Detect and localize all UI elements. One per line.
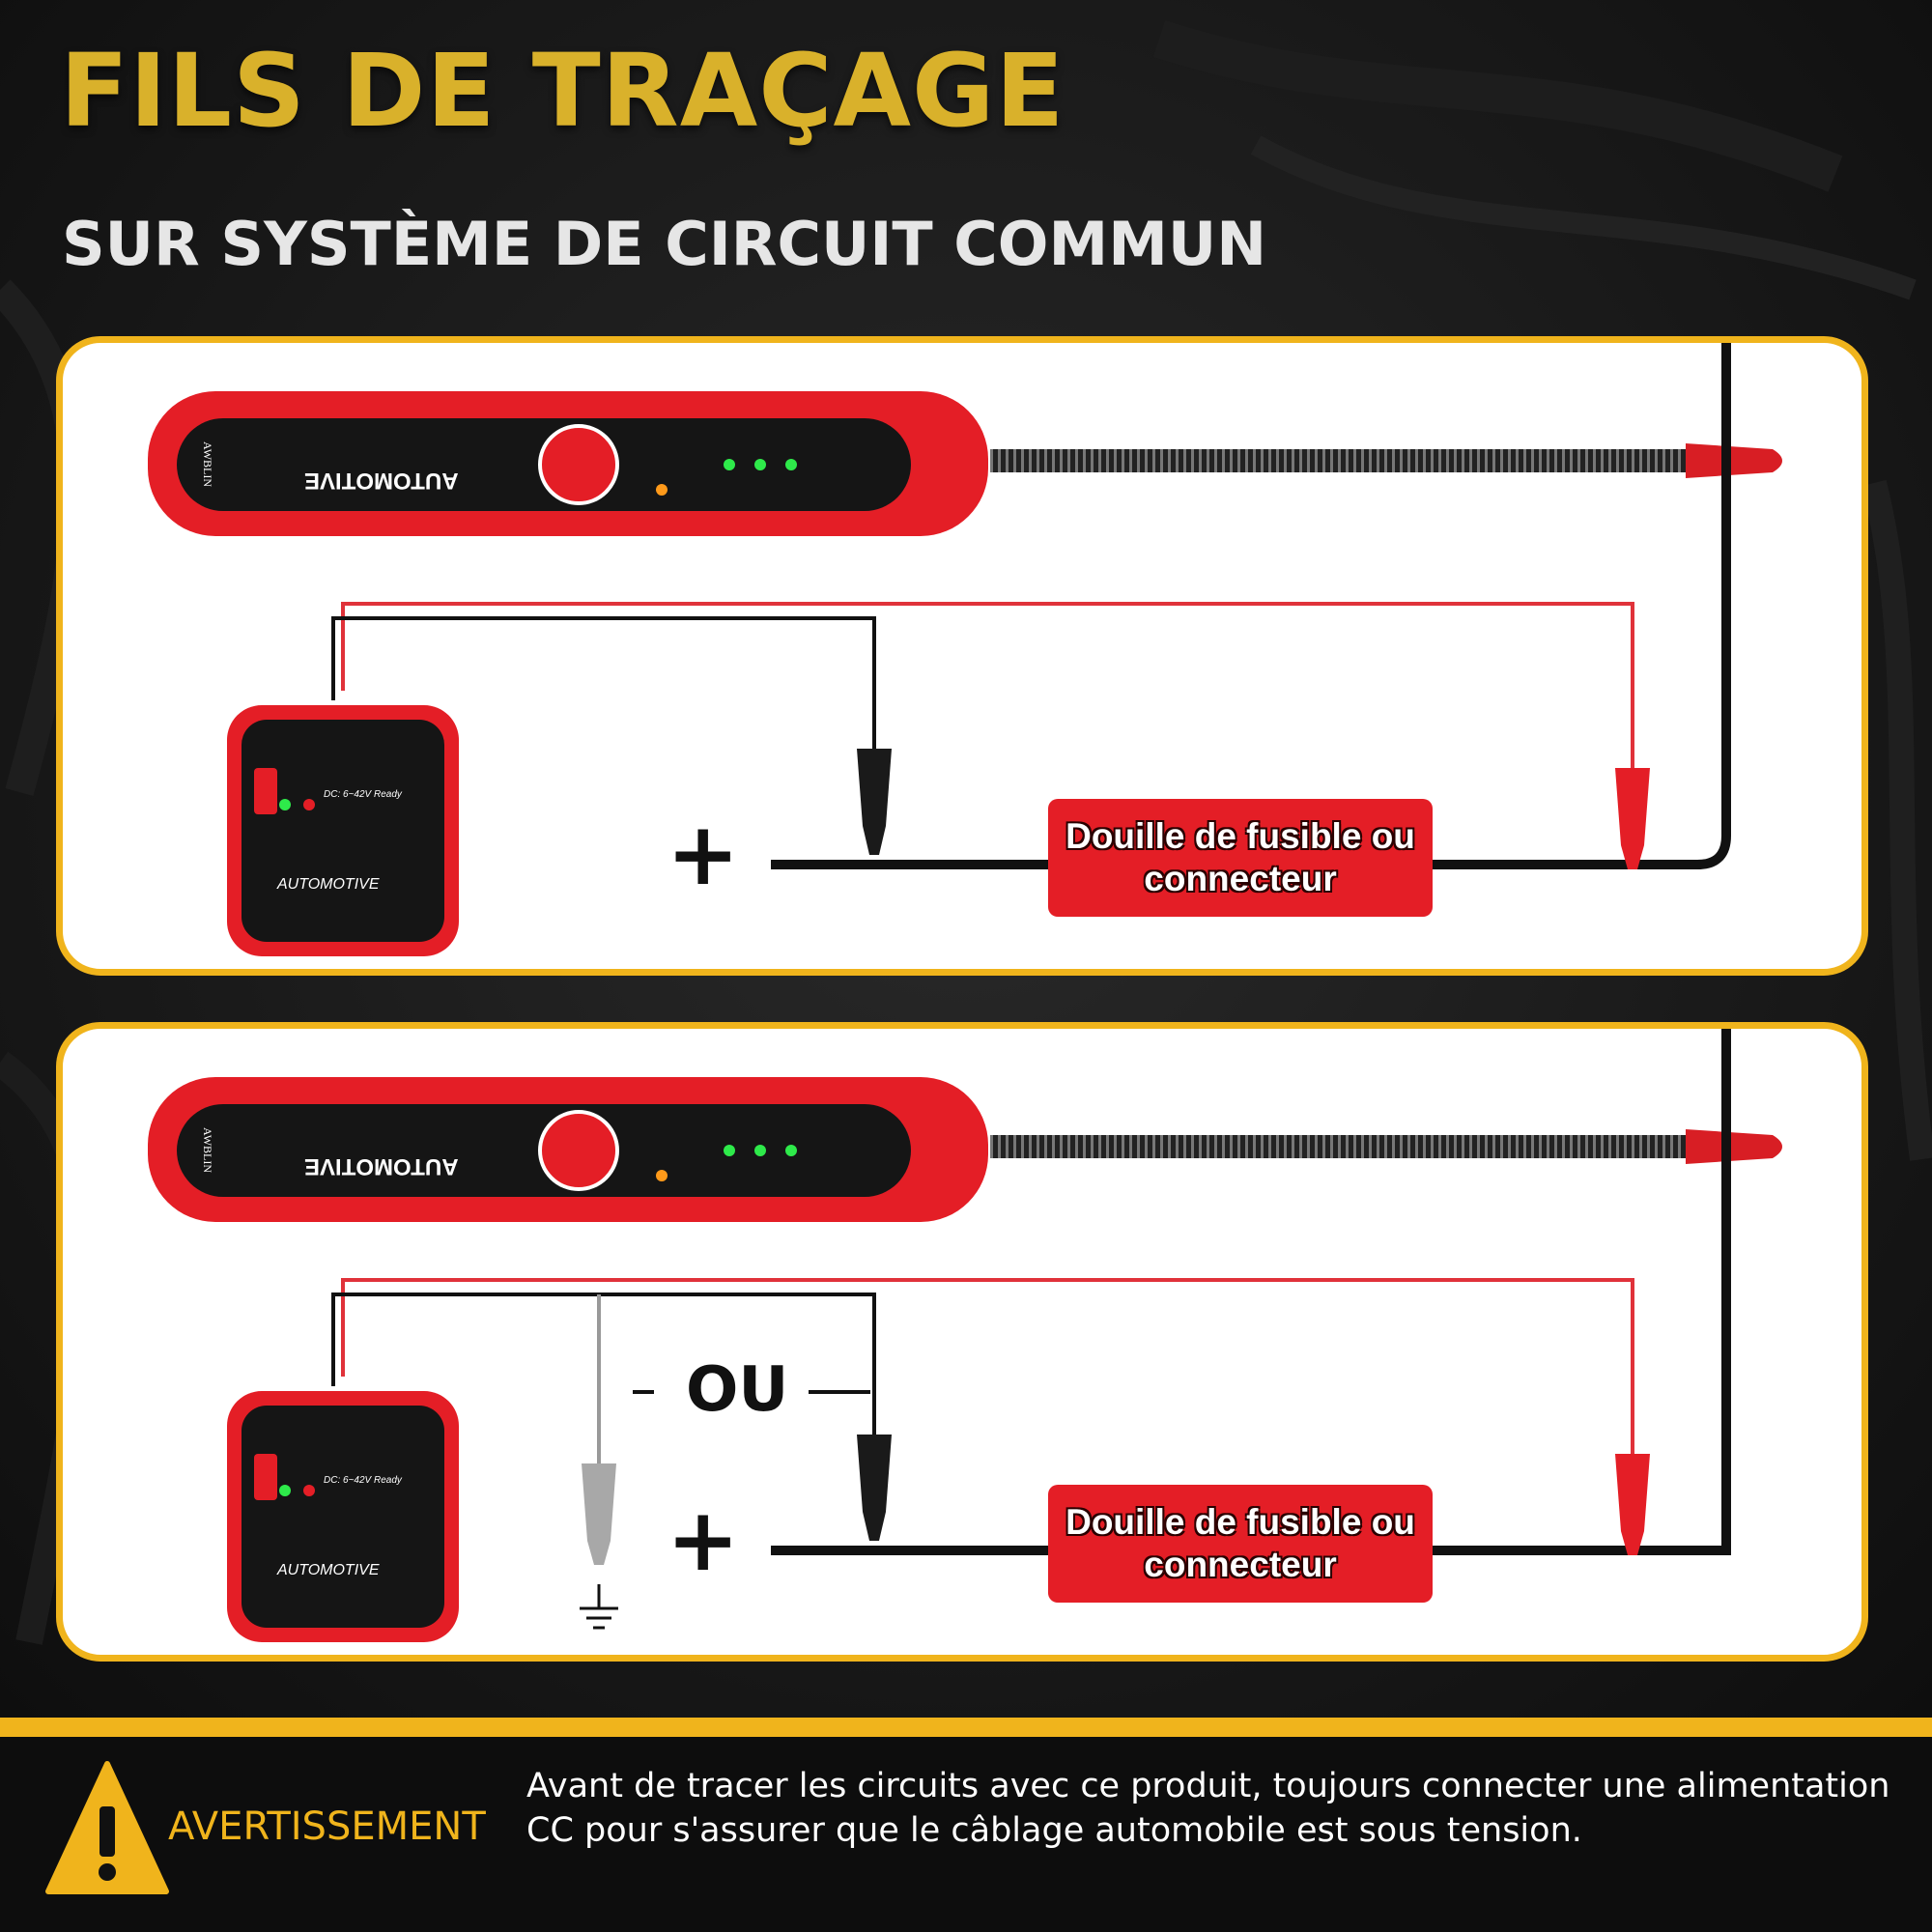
device-model: AUTOMOTIVE bbox=[304, 468, 459, 494]
led-orange-icon bbox=[656, 1170, 668, 1181]
black-lead-wire bbox=[331, 616, 876, 749]
circuit-wire-black bbox=[771, 343, 1731, 869]
warning-text: Avant de tracer les circuits avec ce pro… bbox=[526, 1767, 1890, 1851]
device-brand: AWBLIN bbox=[201, 1126, 215, 1174]
probe-tip bbox=[1686, 1129, 1782, 1164]
red-alligator-clip bbox=[1615, 768, 1650, 869]
led-green-icon bbox=[724, 1145, 735, 1156]
led-green-icon bbox=[279, 1485, 291, 1496]
receiver-dc-label: DC: 6~42V Ready bbox=[324, 1475, 402, 1486]
receiver-panel bbox=[242, 720, 444, 942]
black-alligator-clip bbox=[857, 1435, 892, 1541]
led-green-icon bbox=[754, 1145, 766, 1156]
receiver-switch bbox=[254, 768, 277, 814]
page-subtitle: SUR SYSTÈME DE CIRCUIT COMMUN bbox=[62, 209, 1267, 279]
power-button bbox=[538, 424, 619, 505]
receiver-brand: AUTOMOTIVE bbox=[277, 1562, 380, 1578]
fuse-socket-label: Douille de fusible ou connecteur bbox=[1048, 799, 1433, 917]
led-red-icon bbox=[303, 799, 315, 810]
positive-terminal-symbol: + bbox=[667, 1490, 740, 1591]
red-lead-wire bbox=[341, 1278, 1634, 1454]
device-brand: AWBLIN bbox=[201, 440, 215, 488]
circuit-wire-black bbox=[771, 1029, 1731, 1555]
diagram-panel-1: AUTOMOTIVE DC: 6~42V Ready AUTOMOTIVE AW… bbox=[56, 336, 1868, 976]
power-button bbox=[538, 1110, 619, 1191]
led-green-icon bbox=[785, 1145, 797, 1156]
warning-label: AVERTISSEMENT bbox=[168, 1804, 486, 1849]
receiver-panel bbox=[242, 1406, 444, 1628]
grey-alligator-clip bbox=[582, 1463, 616, 1565]
led-green-icon bbox=[724, 459, 735, 470]
black-lead-wire bbox=[331, 1293, 876, 1435]
receiver-switch bbox=[254, 1454, 277, 1500]
led-green-icon bbox=[754, 459, 766, 470]
led-red-icon bbox=[303, 1485, 315, 1496]
red-alligator-clip bbox=[1615, 1454, 1650, 1555]
circuit-diagram-2 bbox=[148, 1029, 1782, 1642]
ground-icon bbox=[580, 1584, 618, 1630]
receiver-brand: AUTOMOTIVE bbox=[277, 876, 380, 893]
led-orange-icon bbox=[656, 484, 668, 496]
warning-icon bbox=[45, 1761, 169, 1894]
or-label: OU bbox=[686, 1354, 789, 1426]
diagram-panel-2: AUTOMOTIVE DC: 6~42V Ready AUTOMOTIVE AW… bbox=[56, 1022, 1868, 1662]
device-model: AUTOMOTIVE bbox=[304, 1153, 459, 1179]
positive-terminal-symbol: + bbox=[667, 804, 740, 905]
probe-tip bbox=[1686, 443, 1782, 478]
receiver-dc-label: DC: 6~42V Ready bbox=[324, 789, 402, 800]
fuse-socket-label: Douille de fusible ou connecteur bbox=[1048, 1485, 1433, 1603]
red-lead-wire bbox=[341, 602, 1634, 768]
page-title: FILS DE TRAÇAGE bbox=[60, 32, 1065, 150]
led-green-icon bbox=[279, 799, 291, 810]
led-green-icon bbox=[785, 459, 797, 470]
black-alligator-clip bbox=[857, 749, 892, 855]
warning-bar: AVERTISSEMENT Avant de tracer les circui… bbox=[0, 1718, 1932, 1932]
circuit-diagram-1 bbox=[148, 343, 1782, 956]
